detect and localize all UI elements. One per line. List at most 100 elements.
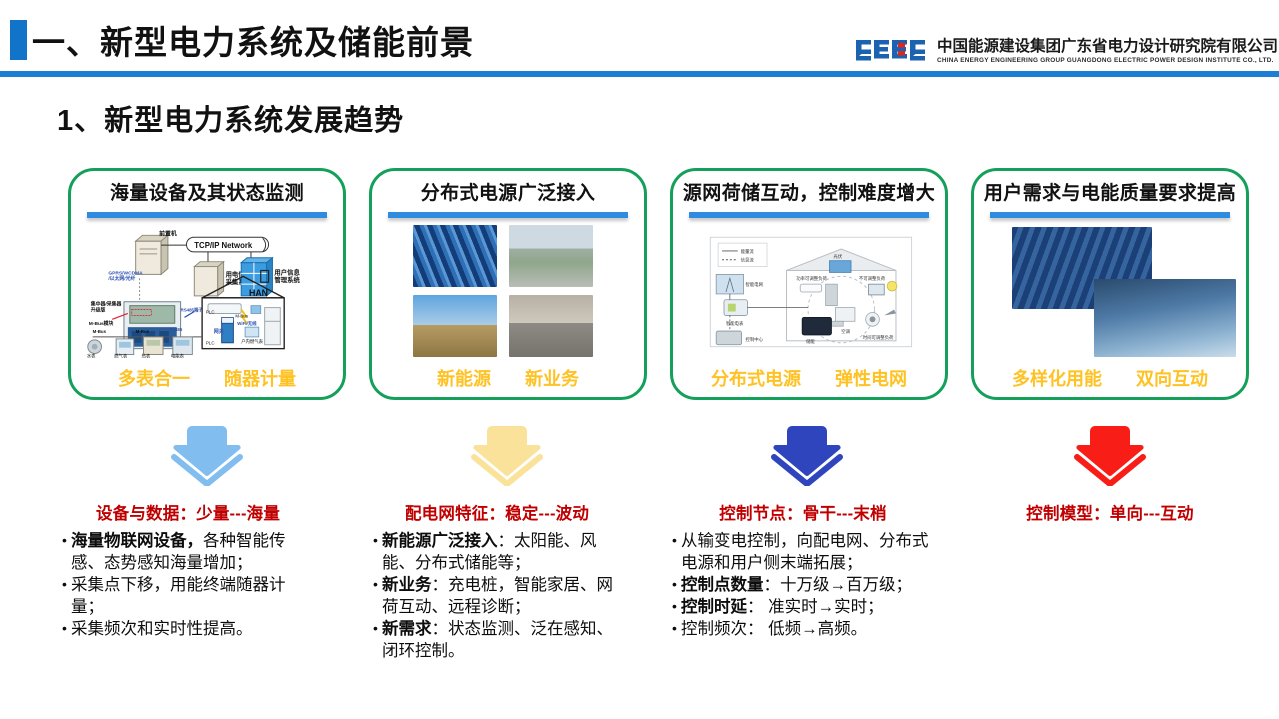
card-footer-labels: 分布式电源 弹性电网 [673, 365, 945, 391]
svg-text:户内燃气表: 户内燃气表 [241, 338, 263, 345]
photo-urban-substation [509, 225, 593, 287]
card-footer-label: 随器计量 [224, 369, 296, 389]
card-footer-label: 多样化用能 [1012, 369, 1102, 389]
bullet-text: ：状态监测、泛在感知、闭环控制。 [382, 620, 613, 660]
card-distributed-generation-access[interactable]: 分布式电源广泛接入 新能源 新业务 [369, 168, 647, 400]
card-massive-device-monitoring[interactable]: 海量设备及其状态监测 前置机 TCP/IP Network [68, 168, 346, 400]
bullet-text: 控制频次： 低频→高频。 [681, 620, 868, 638]
card-illustration-source-grid-load-storage-diagram: 能量流 信息流 光伏 功率可调整负荷 不可调整负荷 空调 [681, 223, 937, 359]
card-footer-label: 弹性电网 [835, 369, 907, 389]
svg-text:M-Bus: M-Bus [235, 313, 248, 318]
card-illustration-rooftop-solar-and-smart-home-photos [982, 223, 1238, 359]
svg-text:空调: 空调 [841, 328, 850, 335]
card-footer-label: 多表合一 [118, 369, 190, 389]
bullet-emphasis: 新需求 [382, 620, 432, 638]
svg-text:M-Bus: M-Bus [93, 329, 107, 334]
bullet-text: 各种智能传感、态势感知海量增加； [71, 532, 286, 572]
bullet-emphasis: 控制点数量 [681, 576, 764, 594]
list-item: 新业务：充电桩，智能家居、网荷互动、远程诊断； [373, 573, 621, 618]
svg-text:管理系统: 管理系统 [274, 275, 300, 284]
svg-text:HAN: HAN [249, 288, 268, 298]
bullet-text: ：十万级→百万级； [763, 576, 913, 594]
list-item: 从输变电控制，向配电网、分布式电源和用户侧末端拓展； [672, 529, 934, 574]
svg-text:集中器/采集器: 集中器/采集器 [90, 301, 122, 308]
svg-text:用户信息: 用户信息 [274, 267, 300, 276]
svg-text:水表: 水表 [87, 352, 96, 359]
svg-text:不可调整负荷: 不可调整负荷 [859, 275, 886, 282]
list-item: 控制点数量：十万级→百万级； [672, 573, 934, 596]
svg-text:M-Bus: M-Bus [136, 329, 150, 334]
card-title-divider [87, 212, 327, 218]
svg-text:升级版: 升级版 [91, 307, 106, 314]
slide-header: 一、新型电力系统及储能前景 中国能源建设集团广东省电力设计研究院有限公司 CHI… [0, 0, 1279, 80]
card-user-demand-power-quality[interactable]: 用户需求与电能质量要求提高 多样化用能 双向互动 [971, 168, 1249, 400]
svg-text:储能: 储能 [806, 338, 815, 345]
arrow-down-2 [470, 424, 544, 487]
photo-grid [413, 225, 603, 357]
ceec-logo [856, 40, 925, 61]
photo-wind-turbine [413, 295, 497, 357]
card-footer-label: 新能源 [437, 369, 491, 389]
photo-smart-living-room [1094, 279, 1236, 357]
svg-text:/以太网/光纤: /以太网/光纤 [108, 275, 135, 282]
svg-text:智能电网: 智能电网 [745, 281, 763, 288]
card-footer-labels: 多样化用能 双向互动 [974, 365, 1246, 391]
bullet-list: 新能源广泛接入：太阳能、风能、分布式储能等； 新业务：充电桩，智能家居、网荷互动… [373, 529, 621, 662]
svg-text:功率可调整负荷: 功率可调整负荷 [796, 275, 827, 282]
svg-text:燃气表: 燃气表 [114, 352, 128, 359]
list-item: 新能源广泛接入：太阳能、风能、分布式储能等； [373, 529, 621, 574]
svg-text:RS485端子: RS485端子 [181, 307, 204, 314]
trend-cards-row: 海量设备及其状态监测 前置机 TCP/IP Network [0, 168, 1279, 408]
card-footer-label: 分布式电源 [711, 369, 801, 389]
summary-column-control-nodes: 控制节点：骨干---末梢 从输变电控制，向配电网、分布式电源和用户侧末端拓展； … [672, 500, 934, 640]
svg-text:TCP/IP Network: TCP/IP Network [194, 241, 253, 250]
card-source-grid-load-storage[interactable]: 源网荷储互动，控制难度增大 能量流 信息流 光伏 功率可调整负荷 不可调整负荷 [670, 168, 948, 400]
photo-ev-charging-station [509, 295, 593, 357]
company-name-en: CHINA ENERGY ENGINEERING GROUP GUANGDONG… [937, 57, 1274, 64]
card-footer-labels: 新能源 新业务 [372, 365, 644, 391]
card-illustration-distributed-energy-photo-grid [380, 223, 636, 359]
bullet-text: 采集频次和实时性提高。 [71, 620, 253, 638]
section-title: 1、新型电力系统发展趋势 [57, 105, 405, 137]
column-heading: 控制节点：骨干---末梢 [719, 505, 887, 523]
svg-text:用电信息: 用电信息 [226, 269, 252, 278]
list-item: 控制频次： 低频→高频。 [672, 617, 934, 640]
svg-text:WiFi/无线: WiFi/无线 [237, 320, 257, 327]
summary-column-distribution-grid: 配电网特征：稳定---波动 新能源广泛接入：太阳能、风能、分布式储能等； 新业务… [373, 500, 621, 662]
bullet-emphasis: 海量物联网设备， [71, 532, 203, 550]
card-title: 源网荷储互动，控制难度增大 [682, 183, 936, 204]
svg-text:M-Bus模块: M-Bus模块 [89, 320, 114, 327]
company-branding: 中国能源建设集团广东省电力设计研究院有限公司 CHINA ENERGY ENGI… [855, 38, 1278, 65]
card-title-divider [689, 212, 929, 218]
card-illustration-smart-metering-network-diagram: 前置机 TCP/IP Network 用电信息 采集系统 [79, 223, 335, 359]
bullet-text: 采集点下移，用能终端随器计量； [71, 576, 286, 616]
bullet-emphasis: 控制时延 [681, 598, 747, 616]
card-title: 用户需求与电能质量要求提高 [983, 183, 1237, 204]
column-heading: 配电网特征：稳定---波动 [404, 505, 590, 523]
bullet-text: ： 准实时→实时； [747, 598, 884, 616]
svg-text:热表: 热表 [142, 352, 151, 359]
card-footer-label: 双向互动 [1136, 369, 1208, 389]
company-name-cn: 中国能源建设集团广东省电力设计研究院有限公司 [937, 38, 1279, 55]
bullet-list: 从输变电控制，向配电网、分布式电源和用户侧末端拓展； 控制点数量：十万级→百万级… [672, 529, 934, 640]
list-item: 新需求：状态监测、泛在感知、闭环控制。 [373, 617, 621, 662]
svg-text:PLC: PLC [206, 341, 215, 346]
header-divider-rule [0, 71, 1279, 77]
card-footer-label: 新业务 [525, 369, 579, 389]
svg-text:前置机: 前置机 [159, 229, 177, 237]
summary-column-devices-and-data: 设备与数据：少量---海量 海量物联网设备，各种智能传感、态势感知海量增加； 采… [62, 500, 314, 640]
arrow-down-1 [170, 424, 244, 487]
card-title-divider [990, 212, 1230, 218]
card-title: 海量设备及其状态监测 [109, 183, 304, 204]
card-title-divider [388, 212, 628, 218]
bullet-emphasis: 新业务 [382, 576, 432, 594]
svg-text:光伏: 光伏 [833, 253, 842, 260]
svg-text:时间可调整负荷: 时间可调整负荷 [863, 334, 894, 341]
bullet-text: 从输变电控制，向配电网、分布式电源和用户侧末端拓展； [681, 532, 929, 572]
summary-column-control-model: 控制模型：单向---互动 [975, 500, 1245, 530]
photo-solar-farm [413, 225, 497, 287]
summary-columns-row: 设备与数据：少量---海量 海量物联网设备，各种智能传感、态势感知海量增加； 采… [0, 500, 1279, 680]
list-item: 控制时延： 准实时→实时； [672, 595, 934, 618]
page-title: 一、新型电力系统及储能前景 [32, 24, 474, 61]
company-name-block: 中国能源建设集团广东省电力设计研究院有限公司 CHINA ENERGY ENGI… [937, 38, 1278, 65]
